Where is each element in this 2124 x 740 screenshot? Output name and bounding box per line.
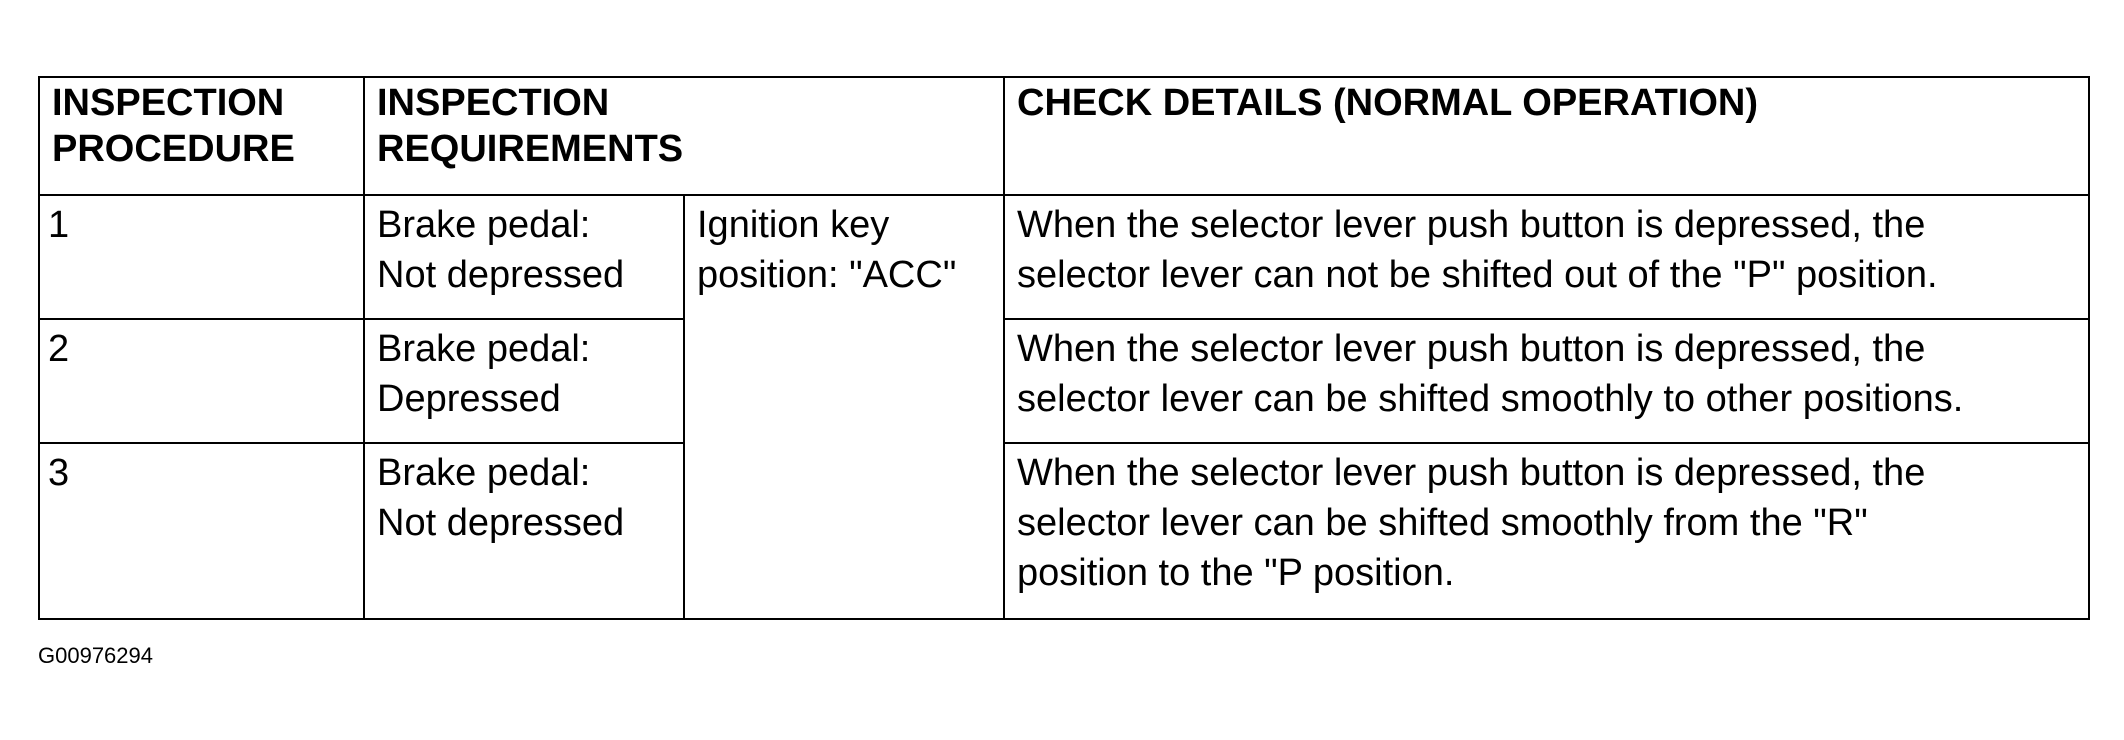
procedure-number: 1 bbox=[48, 204, 70, 246]
header-procedure-line-2: PROCEDURE bbox=[52, 128, 295, 170]
procedure-number-cell: 2 bbox=[38, 318, 365, 444]
figure-id-caption: G00976294 bbox=[38, 643, 153, 668]
header-procedure-line-1: INSPECTION bbox=[52, 82, 285, 124]
brake-pedal-state: Depressed bbox=[377, 378, 561, 420]
brake-pedal-cell: Brake pedal: Not depressed bbox=[363, 442, 685, 620]
check-details-cell: When the selector lever push button is d… bbox=[1003, 442, 2091, 620]
header-row: INSPECTION PROCEDURE INSPECTION REQUIREM… bbox=[38, 76, 2091, 196]
check-details-line: selector lever can be shifted smoothly f… bbox=[1017, 502, 1868, 544]
procedure-number: 3 bbox=[48, 452, 70, 494]
table-row: 3 Brake pedal: Not depressed When the se… bbox=[38, 442, 2091, 620]
check-details-cell: When the selector lever push button is d… bbox=[1003, 194, 2091, 320]
header-inspection-procedure: INSPECTION PROCEDURE bbox=[38, 76, 365, 196]
procedure-number-cell: 1 bbox=[38, 194, 365, 320]
header-requirements-line-1: INSPECTION bbox=[377, 82, 610, 124]
header-inspection-requirements: INSPECTION REQUIREMENTS bbox=[362, 76, 1006, 196]
brake-pedal-label: Brake pedal: bbox=[377, 328, 591, 370]
ignition-key-cell: Ignition key position: "ACC" bbox=[682, 194, 1006, 620]
header-check-details-text: CHECK DETAILS (NORMAL OPERATION) bbox=[1017, 82, 1758, 124]
inspection-table: INSPECTION PROCEDURE INSPECTION REQUIREM… bbox=[38, 76, 2091, 620]
check-details-line: selector lever can not be shifted out of… bbox=[1017, 254, 1938, 296]
brake-pedal-label: Brake pedal: bbox=[377, 204, 591, 246]
procedure-number: 2 bbox=[48, 328, 70, 370]
ignition-key-position: position: "ACC" bbox=[697, 254, 957, 296]
check-details-line: When the selector lever push button is d… bbox=[1017, 452, 1926, 494]
ignition-key-label: Ignition key bbox=[697, 204, 890, 246]
header-check-details: CHECK DETAILS (NORMAL OPERATION) bbox=[1003, 76, 2091, 196]
check-details-line: position to the "P position. bbox=[1017, 552, 1455, 594]
brake-pedal-cell: Brake pedal: Depressed bbox=[363, 318, 685, 444]
check-details-line: selector lever can be shifted smoothly t… bbox=[1017, 378, 1964, 420]
check-details-line: When the selector lever push button is d… bbox=[1017, 204, 1926, 246]
procedure-number-cell: 3 bbox=[38, 442, 365, 620]
brake-pedal-state: Not depressed bbox=[377, 254, 625, 296]
brake-pedal-label: Brake pedal: bbox=[377, 452, 591, 494]
check-details-cell: When the selector lever push button is d… bbox=[1003, 318, 2091, 444]
table-row: 1 Brake pedal: Not depressed Ignition ke… bbox=[38, 194, 2091, 620]
header-requirements-line-2: REQUIREMENTS bbox=[377, 128, 684, 170]
table-row: 2 Brake pedal: Depressed When the select… bbox=[38, 318, 2091, 444]
brake-pedal-state: Not depressed bbox=[377, 502, 625, 544]
brake-pedal-cell: Brake pedal: Not depressed bbox=[363, 194, 685, 320]
check-details-line: When the selector lever push button is d… bbox=[1017, 328, 1926, 370]
